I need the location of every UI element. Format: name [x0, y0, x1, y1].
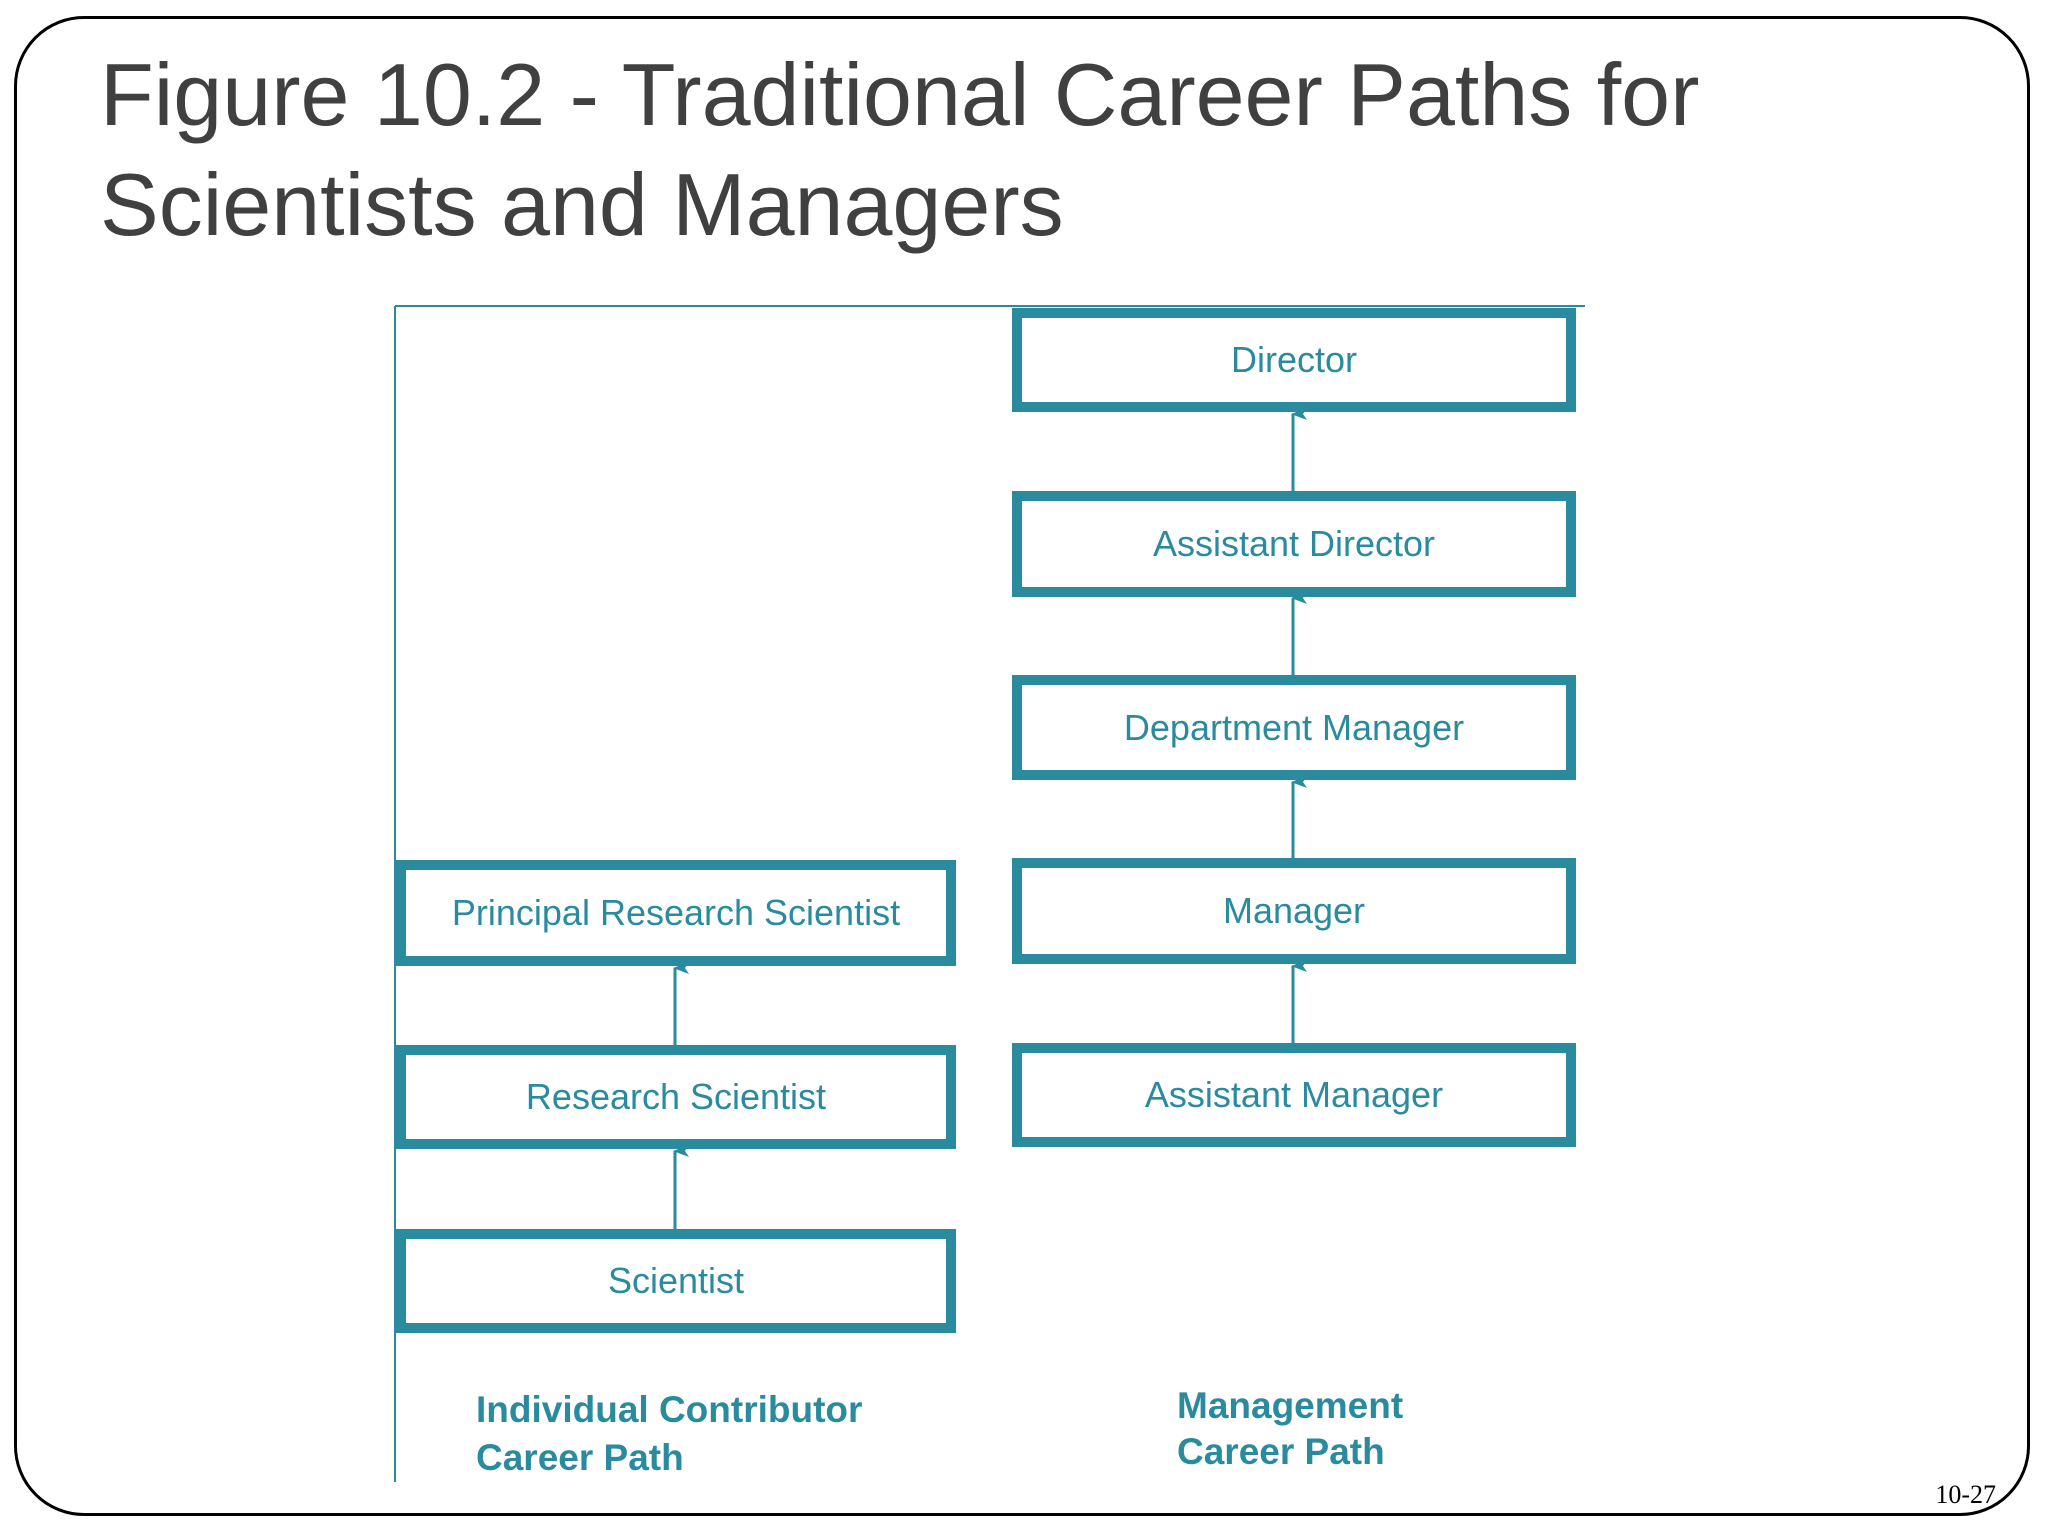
management-path-label-line-1: Management	[1177, 1385, 1404, 1426]
slide-title-line-2: Scientists and Managers	[100, 155, 1064, 254]
individual-path-label-line-2: Career Path	[476, 1437, 684, 1478]
box-scientist: Scientist	[396, 1229, 956, 1333]
page-number: 10-27	[1935, 1480, 1996, 1509]
box-director-label: Director	[1230, 339, 1358, 380]
box-assistant-manager-label: Assistant Manager	[1144, 1074, 1444, 1115]
box-director: Director	[1012, 308, 1576, 412]
box-research-scientist: Research Scientist	[396, 1045, 956, 1149]
box-scientist-label: Scientist	[607, 1260, 745, 1301]
box-principal-research-scientist-label: Principal Research Scientist	[451, 892, 901, 933]
box-assistant-manager: Assistant Manager	[1012, 1043, 1576, 1147]
box-department-manager: Department Manager	[1012, 675, 1576, 780]
slide-title-line-1: Figure 10.2 - Traditional Career Paths f…	[100, 45, 1700, 144]
box-research-scientist-label: Research Scientist	[525, 1076, 827, 1117]
box-department-manager-label: Department Manager	[1123, 706, 1465, 748]
box-principal-research-scientist: Principal Research Scientist	[396, 860, 956, 966]
box-assistant-director: Assistant Director	[1012, 491, 1576, 597]
box-assistant-director-label: Assistant Director	[1152, 523, 1436, 564]
management-path-label: Management Career Path	[1177, 1383, 1403, 1475]
individual-path-label: Individual Contributor Career Path	[476, 1386, 862, 1482]
management-path-label-line-2: Career Path	[1177, 1431, 1385, 1472]
box-manager-label: Manager	[1222, 890, 1366, 931]
slide-title: Figure 10.2 - Traditional Career Paths f…	[100, 40, 1900, 260]
individual-path-label-line-1: Individual Contributor	[476, 1389, 863, 1430]
box-manager: Manager	[1012, 858, 1576, 964]
